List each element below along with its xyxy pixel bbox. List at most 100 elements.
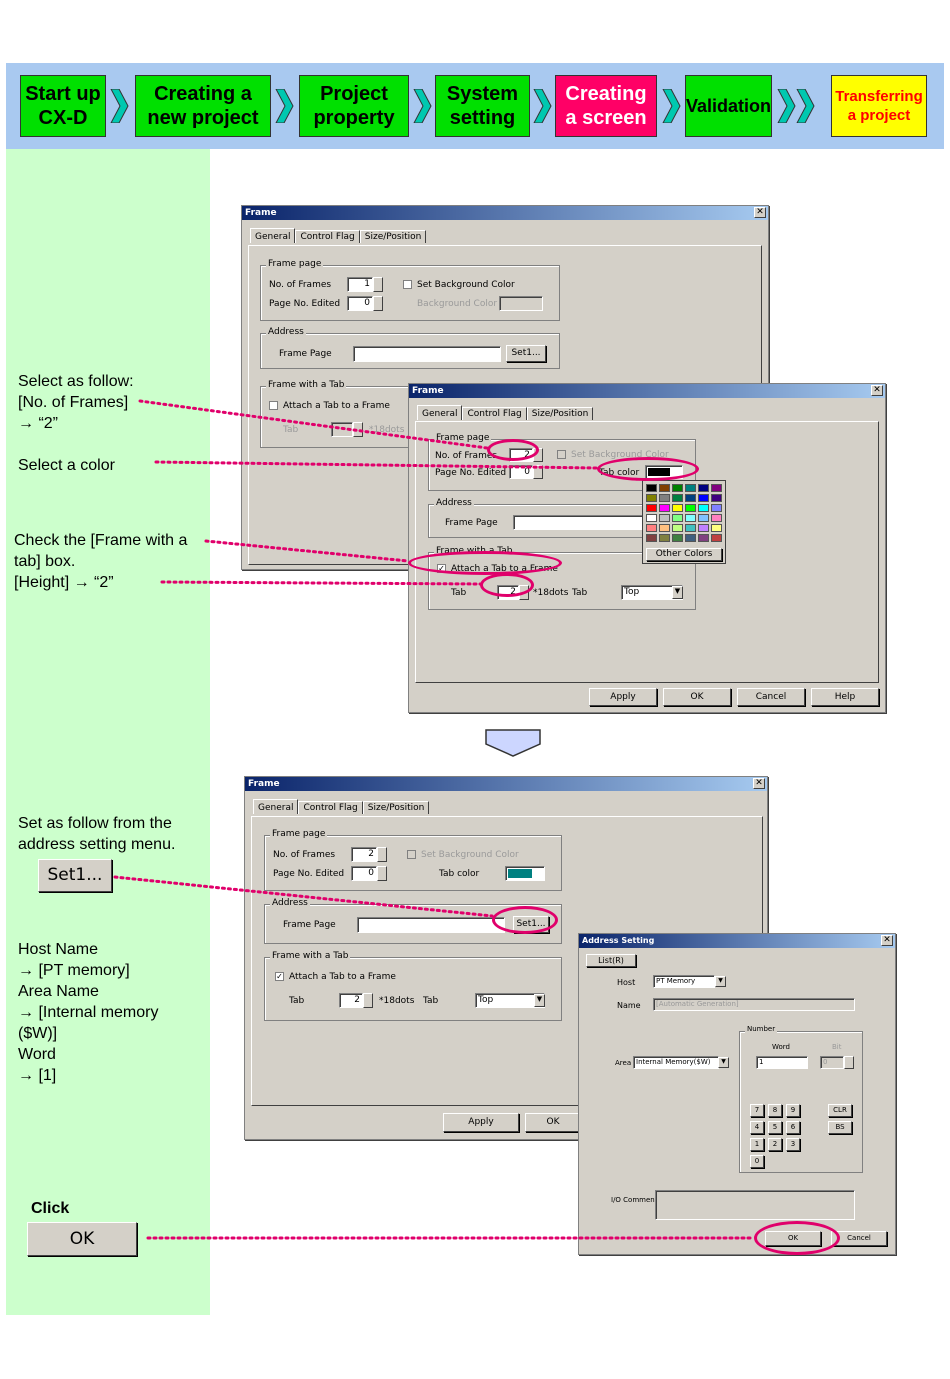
close-icon[interactable]: ✕ <box>754 207 766 218</box>
color-swatch[interactable] <box>685 514 696 522</box>
color-swatch[interactable] <box>646 514 657 522</box>
set-bg-color-checkbox[interactable] <box>403 280 412 289</box>
tab-control-flag[interactable]: Control Flag <box>298 801 363 814</box>
color-swatch[interactable] <box>659 504 670 512</box>
cancel-button[interactable]: Cancel <box>737 688 805 706</box>
color-swatch[interactable] <box>698 524 709 532</box>
page-no-input[interactable]: 0 <box>509 465 533 479</box>
key-9[interactable]: 9 <box>786 1104 800 1117</box>
color-swatch[interactable] <box>698 484 709 492</box>
key-1[interactable]: 1 <box>750 1138 764 1151</box>
key-2[interactable]: 2 <box>768 1138 782 1151</box>
no-frames-spinner[interactable] <box>373 277 383 292</box>
word-input[interactable]: 1 <box>756 1056 808 1069</box>
page-no-spinner[interactable] <box>377 866 387 881</box>
color-swatch[interactable] <box>698 504 709 512</box>
bit-input[interactable]: 0 <box>820 1056 844 1069</box>
tab-position-dropdown[interactable]: Top <box>475 993 545 1008</box>
host-dropdown[interactable]: PT Memory <box>653 975 715 988</box>
page-no-input[interactable]: 0 <box>351 866 377 881</box>
color-swatch[interactable] <box>646 534 657 542</box>
set-bg-color-checkbox[interactable] <box>557 450 566 459</box>
color-swatch[interactable] <box>646 484 657 492</box>
tab-height-spinner[interactable] <box>363 993 373 1008</box>
frame-page-input[interactable] <box>357 917 505 933</box>
ok-button[interactable]: OK <box>663 688 731 706</box>
list-button[interactable]: List(R) <box>586 954 636 967</box>
close-icon[interactable]: ✕ <box>881 935 893 946</box>
close-icon[interactable]: ✕ <box>871 385 883 396</box>
color-swatch[interactable] <box>685 484 696 492</box>
other-colors-button[interactable]: Other Colors <box>646 548 722 561</box>
color-swatch[interactable] <box>659 524 670 532</box>
tab-height-input[interactable]: 2 <box>339 993 363 1008</box>
color-swatch[interactable] <box>659 494 670 502</box>
color-swatch[interactable] <box>672 504 683 512</box>
clr-button[interactable]: CLR <box>828 1104 852 1117</box>
set-bg-color-checkbox[interactable] <box>407 850 416 859</box>
color-swatch[interactable] <box>711 484 722 492</box>
frame-page-input[interactable] <box>353 346 501 362</box>
tab-general[interactable]: General <box>253 799 299 814</box>
bit-spinner[interactable] <box>844 1056 854 1069</box>
key-4[interactable]: 4 <box>750 1121 764 1134</box>
key-6[interactable]: 6 <box>786 1121 800 1134</box>
set1-button-sample[interactable]: Set1... <box>38 859 112 892</box>
color-swatch[interactable] <box>711 514 722 522</box>
key-0[interactable]: 0 <box>750 1155 764 1168</box>
no-frames-spinner[interactable] <box>377 847 387 862</box>
tab-control-flag[interactable]: Control Flag <box>295 230 360 243</box>
color-swatch[interactable] <box>672 534 683 542</box>
ok-button-sample[interactable]: OK <box>27 1222 137 1256</box>
chevron-down-icon[interactable]: ▼ <box>672 586 683 599</box>
color-swatch[interactable] <box>711 494 722 502</box>
name-input[interactable]: [Automatic Generation] <box>653 998 855 1011</box>
color-swatch[interactable] <box>646 524 657 532</box>
color-swatch[interactable] <box>659 484 670 492</box>
no-frames-input[interactable]: 2 <box>351 847 377 862</box>
color-swatch[interactable] <box>698 534 709 542</box>
color-swatch[interactable] <box>672 514 683 522</box>
frame-page-input[interactable] <box>513 515 647 530</box>
tab-size-position[interactable]: Size/Position <box>362 801 430 814</box>
color-swatch[interactable] <box>698 514 709 522</box>
color-swatch[interactable] <box>685 524 696 532</box>
io-comment-input[interactable] <box>655 1190 855 1220</box>
chevron-down-icon[interactable]: ▼ <box>715 976 726 987</box>
tab-general[interactable]: General <box>417 405 463 420</box>
color-swatch[interactable] <box>659 534 670 542</box>
apply-button[interactable]: Apply <box>443 1113 519 1132</box>
attach-tab-checkbox[interactable]: ✓ <box>275 972 284 981</box>
tab-control-flag[interactable]: Control Flag <box>462 407 527 420</box>
cancel-button[interactable]: Cancel <box>831 1231 887 1246</box>
tab-height-input[interactable] <box>331 422 353 437</box>
page-no-spinner[interactable] <box>533 465 543 479</box>
set-address-button[interactable]: Set1... <box>506 345 546 362</box>
apply-button[interactable]: Apply <box>589 688 657 706</box>
attach-tab-checkbox[interactable] <box>269 401 278 410</box>
color-swatch[interactable] <box>711 504 722 512</box>
key-3[interactable]: 3 <box>786 1138 800 1151</box>
color-swatch-grid[interactable] <box>646 484 722 542</box>
chevron-down-icon[interactable]: ▼ <box>718 1057 729 1068</box>
color-swatch[interactable] <box>646 504 657 512</box>
color-swatch[interactable] <box>672 494 683 502</box>
no-frames-input[interactable]: 1 <box>347 277 373 292</box>
key-8[interactable]: 8 <box>768 1104 782 1117</box>
color-swatch[interactable] <box>672 524 683 532</box>
chevron-down-icon[interactable]: ▼ <box>534 994 545 1007</box>
tab-color-dropdown[interactable] <box>505 866 545 881</box>
color-swatch[interactable] <box>646 494 657 502</box>
color-swatch[interactable] <box>711 534 722 542</box>
color-swatch[interactable] <box>698 494 709 502</box>
page-no-input[interactable]: 0 <box>347 296 373 311</box>
key-7[interactable]: 7 <box>750 1104 764 1117</box>
tab-size-position[interactable]: Size/Position <box>359 230 427 243</box>
color-swatch[interactable] <box>685 504 696 512</box>
tab-general[interactable]: General <box>250 228 296 243</box>
color-swatch[interactable] <box>685 494 696 502</box>
tab-height-spinner[interactable] <box>353 422 363 437</box>
help-button[interactable]: Help <box>811 688 879 706</box>
key-5[interactable]: 5 <box>768 1121 782 1134</box>
color-swatch[interactable] <box>672 484 683 492</box>
